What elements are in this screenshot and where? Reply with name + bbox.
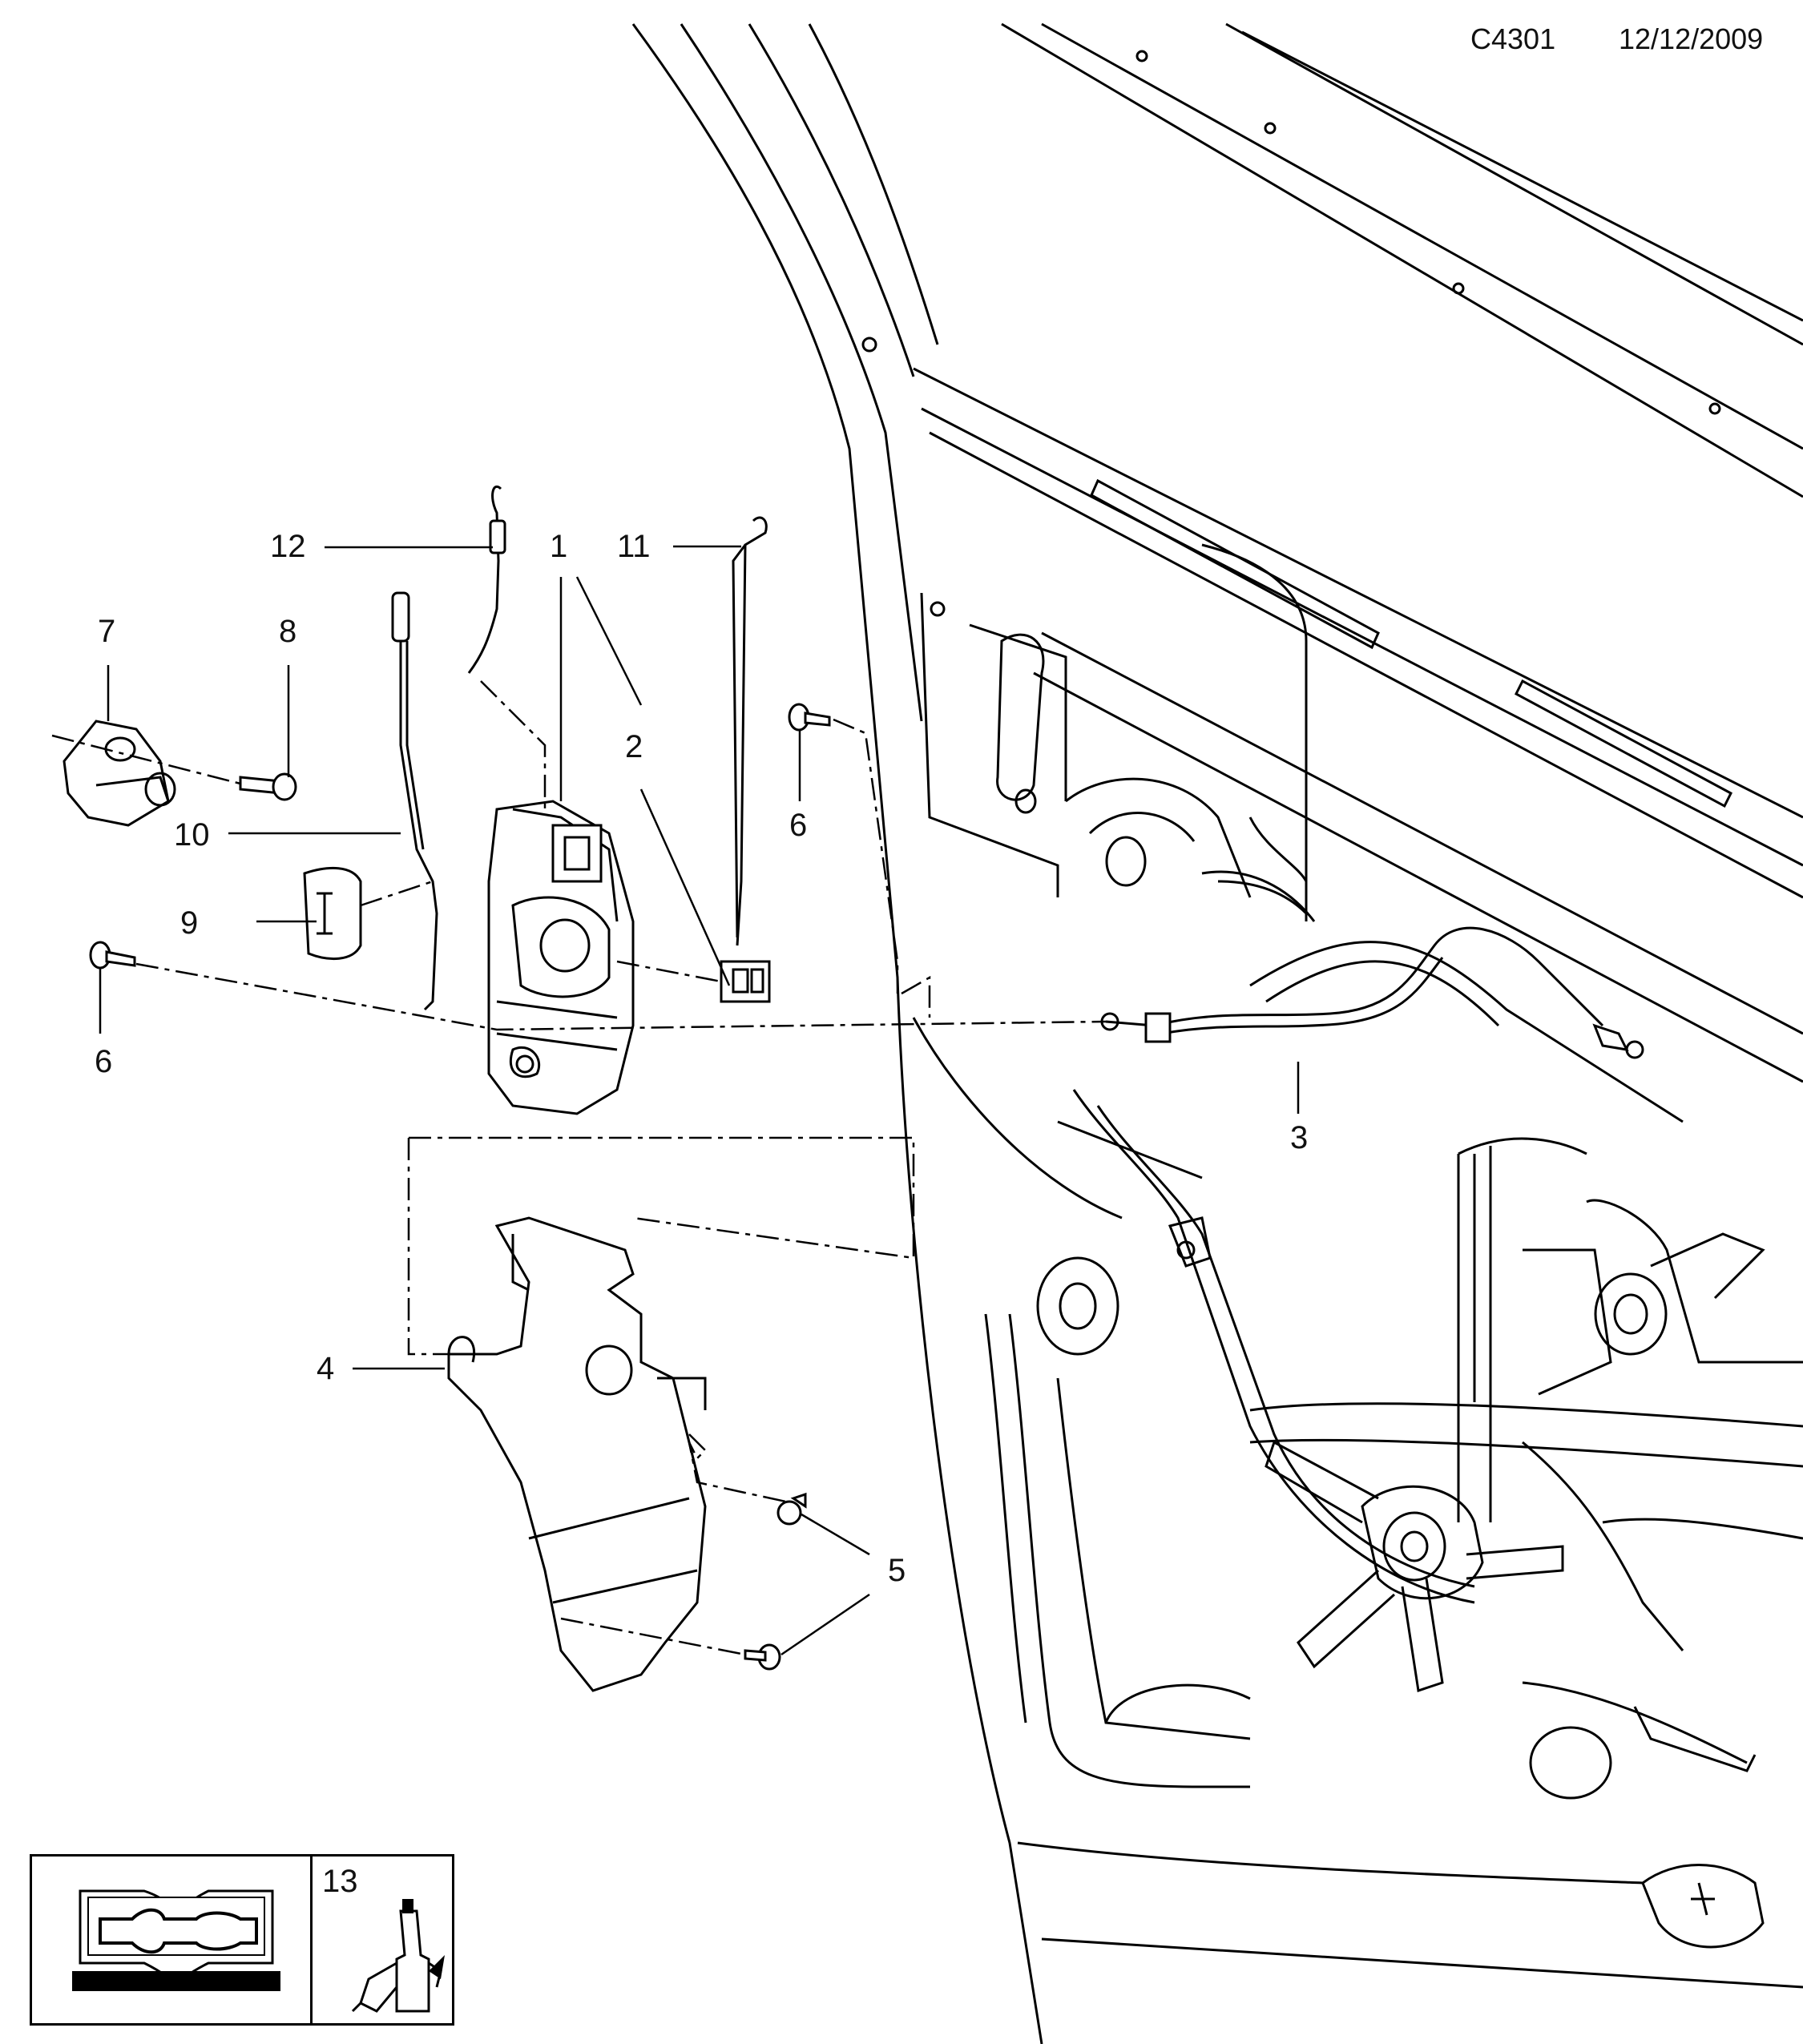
fastener-5-upper	[776, 1492, 807, 1526]
lock-striker-bracket	[63, 720, 176, 827]
release-cable-12	[467, 486, 506, 674]
callout-8: 8	[279, 614, 297, 649]
callout-11: 11	[617, 529, 651, 564]
callout-10: 10	[174, 817, 210, 853]
legend-box	[30, 1854, 454, 2026]
bolt-8	[239, 772, 297, 801]
connector-2	[720, 960, 771, 1003]
callout-6-lower: 6	[95, 1044, 113, 1079]
fastener-5-lower	[744, 1643, 781, 1671]
callout-13: 13	[322, 1864, 358, 1899]
callout-4: 4	[317, 1351, 335, 1386]
drawing-code: C4301	[1470, 22, 1556, 55]
door-frame	[631, 22, 1803, 2044]
drawing-date: 12/12/2009	[1619, 22, 1764, 55]
callout-12: 12	[270, 529, 306, 564]
screw-6-upper	[788, 703, 831, 732]
grommet-9	[303, 866, 362, 961]
callout-7: 7	[98, 614, 116, 649]
leader-lines	[99, 545, 1300, 1656]
callout-6-upper: 6	[789, 808, 808, 843]
lock-rod-10	[391, 591, 438, 1011]
callout-9: 9	[180, 905, 199, 941]
assembly-lines	[51, 680, 1107, 1656]
callout-3: 3	[1290, 1120, 1309, 1155]
adhesive-bottle-icon	[351, 1899, 445, 2013]
legend-divider	[310, 1854, 313, 2026]
callout-5: 5	[888, 1553, 906, 1588]
service-manual-wrench-icon	[72, 1889, 280, 1991]
screw-6-lower	[89, 941, 136, 970]
callout-1: 1	[550, 529, 568, 564]
callout-2: 2	[625, 729, 643, 764]
handle-cable-3	[1100, 926, 1644, 1059]
door-lock-module	[487, 800, 635, 1115]
lock-cover-4	[447, 1216, 707, 1692]
lock-rod-11	[732, 516, 768, 946]
